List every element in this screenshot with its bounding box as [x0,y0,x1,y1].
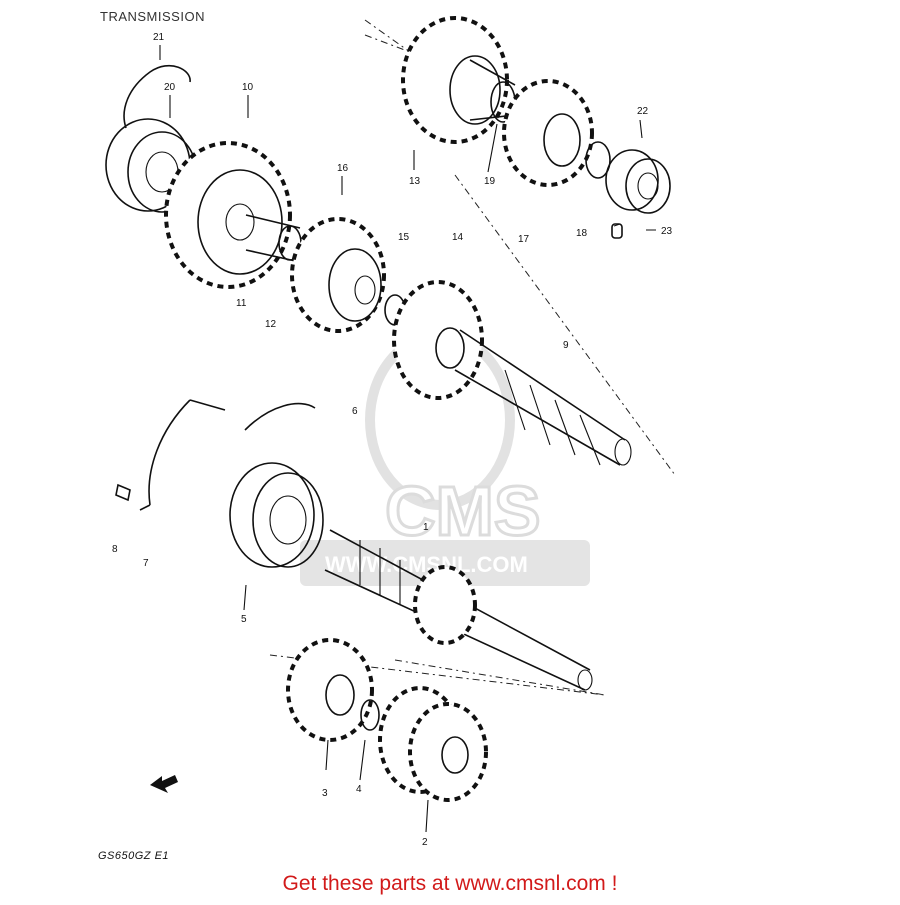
part-label-10: 10 [242,82,254,93]
part-label-18: 18 [576,228,588,239]
part-labels: 1 2 3 4 5 6 7 8 9 10 11 12 13 14 15 16 1… [112,32,673,848]
centre-line-top [364,19,411,53]
part-label-3: 3 [322,788,328,799]
part-label-4: 4 [356,784,362,795]
part-label-21: 21 [153,32,165,43]
part-label-13: 13 [409,176,421,187]
part-label-23: 23 [661,226,673,237]
part-label-17: 17 [518,234,530,245]
gear-2 [378,686,488,802]
part-label-9: 9 [563,340,569,351]
part-label-1: 1 [423,522,429,533]
watermark-url-band [300,540,590,586]
part-label-22: 22 [637,106,649,117]
watermark-url: WWW.CMSNL.COM [325,552,528,577]
gear-3 [286,638,374,742]
part-label-12: 12 [265,319,277,330]
page-title: TRANSMISSION [100,9,205,24]
driveshaft-1 [324,529,593,691]
gear-16 [290,217,386,333]
circlip-21 [123,65,191,129]
pin-23 [611,223,623,239]
diagram-code: GS650GZ E1 [98,850,170,862]
leader-lines [159,45,656,833]
part-label-5: 5 [241,614,247,625]
footer-link[interactable]: Get these parts at www.cmsnl.com ! [282,872,618,895]
washer-17 [585,141,611,179]
circlip-6 [244,402,316,431]
part-label-20: 20 [164,82,176,93]
part-label-16: 16 [337,163,349,174]
part-label-8: 8 [112,544,118,555]
screw-8 [115,483,131,502]
bearing-22 [605,149,671,214]
countershaft-9 [392,280,632,466]
gear-18 [502,79,594,187]
bearing-retainer-7 [139,399,226,511]
part-label-7: 7 [143,558,149,569]
part-label-19: 19 [484,176,496,187]
bearing-5 [229,462,324,568]
watermark: CMS WWW.CMSNL.COM [300,330,590,586]
gear-10 [164,141,292,289]
front-arrow-icon [150,775,178,793]
washer-4 [360,699,380,731]
centre-line-countershaft [454,174,676,476]
gear-13 [401,16,516,144]
part-label-11: 11 [236,298,247,309]
part-label-14: 14 [452,232,464,243]
part-label-15: 15 [398,232,410,243]
part-label-6: 6 [352,406,358,417]
watermark-brand: CMS [385,472,541,550]
part-label-2: 2 [422,837,428,848]
